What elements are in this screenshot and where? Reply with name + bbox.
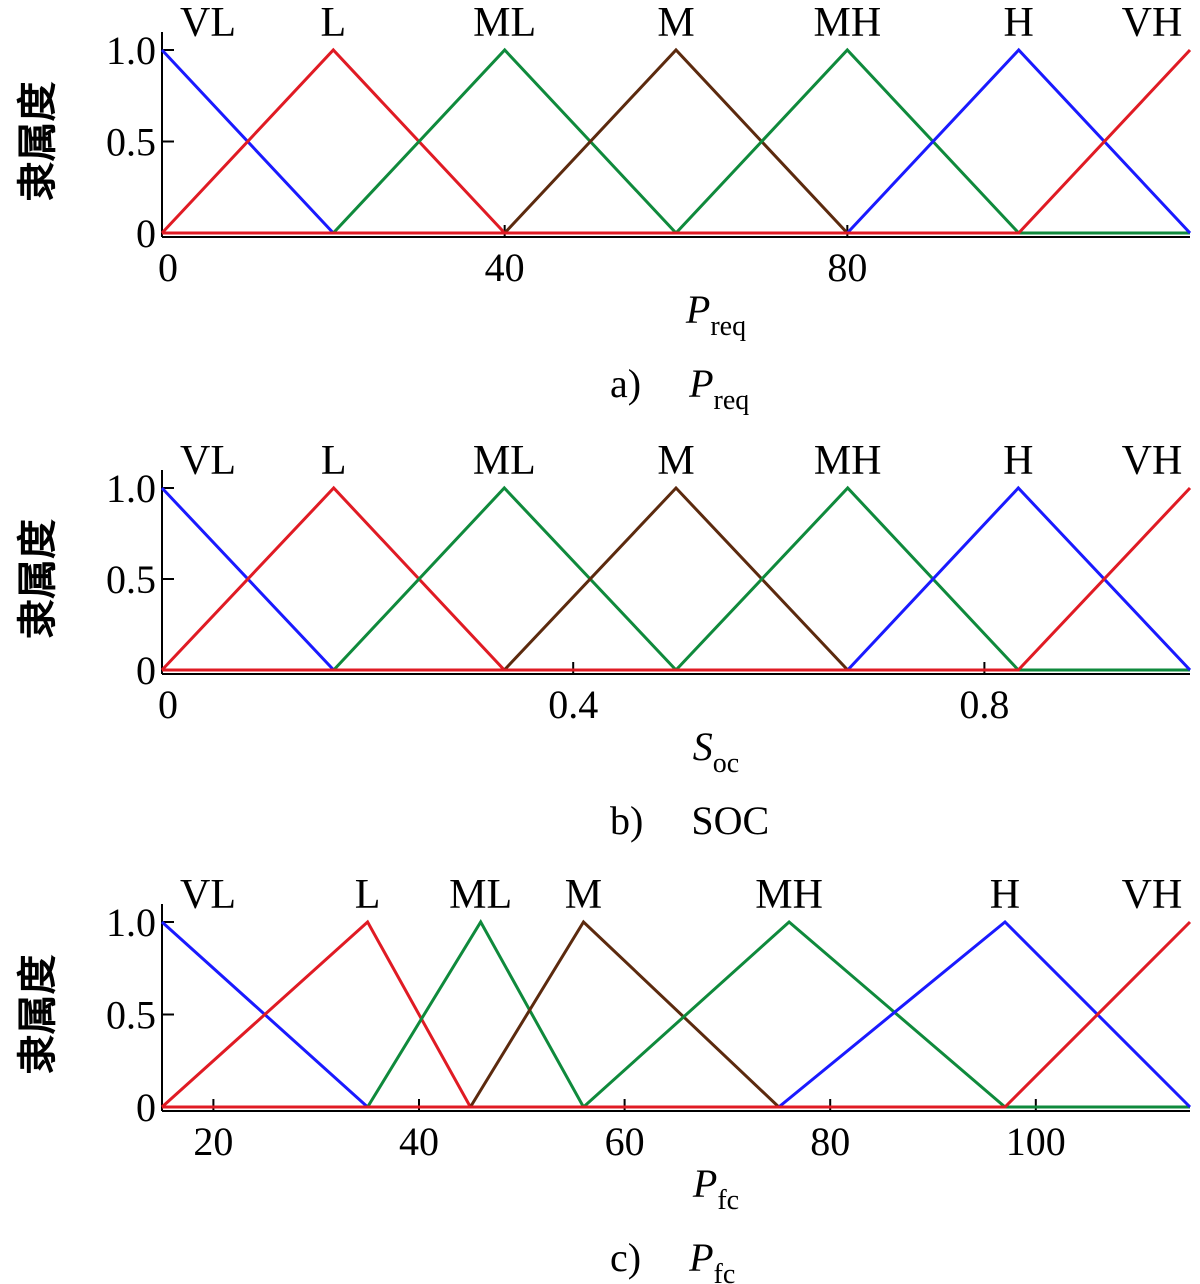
set-label-h: H	[990, 872, 1020, 918]
caption-main: P	[688, 361, 713, 406]
x-tick-label: 40	[485, 245, 525, 290]
y-tick-label: 0	[136, 648, 156, 693]
series-line-ml	[162, 47, 1190, 235]
x-tick-label: 40	[399, 1119, 439, 1164]
chart-panel-c: 0 0.5 1.0 20 40 60 80 100 隶属度 Pfc VL L ML M MH H VH c) Pfc	[15, 872, 1192, 1284]
series-line-vh	[162, 48, 1192, 235]
y-tick-label: 0.5	[106, 120, 156, 165]
series-line-m	[162, 47, 1190, 235]
series-line-mh	[162, 47, 1190, 235]
caption-prefix: a)	[610, 361, 641, 406]
series-line-l	[160, 919, 1190, 1109]
caption-prefix: c)	[610, 1235, 641, 1280]
y-axis-label: 隶属度	[15, 519, 61, 639]
set-label-vh: VH	[1122, 872, 1183, 918]
set-label-m: M	[657, 0, 694, 46]
series-line-l	[160, 47, 1190, 235]
set-label-l: L	[355, 872, 381, 918]
y-tick-label: 1.0	[106, 28, 156, 73]
set-label-l: L	[321, 438, 347, 484]
x-axis-label-main: S	[693, 724, 713, 769]
x-axis-label-sub: req	[710, 311, 746, 342]
caption-prefix: b)	[610, 798, 643, 843]
caption-sub: req	[714, 385, 750, 416]
series-line-vl	[160, 920, 1190, 1109]
y-tick-label: 0.5	[106, 557, 156, 602]
set-label-vl: VL	[180, 0, 236, 46]
x-axis-label-main: P	[685, 287, 710, 332]
x-axis-label-main: P	[692, 1161, 717, 1206]
x-tick-label: 80	[810, 1119, 850, 1164]
set-label-mh: MH	[755, 872, 823, 918]
series-line-l	[160, 485, 1190, 672]
y-axis-label: 隶属度	[15, 82, 61, 202]
chart-panel-a: 0 0.5 1.0 0 40 80 隶属度 Preq VL L ML M MH H VH a) Preq	[15, 0, 1192, 416]
series-line-ml	[162, 485, 1190, 672]
series-line-vl	[160, 486, 1190, 672]
y-tick-label: 1.0	[106, 900, 156, 945]
y-tick-label: 1.0	[106, 466, 156, 511]
series-line-m	[162, 485, 1190, 672]
set-label-h: H	[1003, 0, 1033, 46]
set-label-ml: ML	[449, 872, 512, 918]
x-axis-label: Preq	[685, 287, 746, 342]
set-label-m: M	[565, 872, 602, 918]
series-line-vh	[162, 920, 1192, 1109]
series-line-m	[162, 919, 1190, 1109]
x-axis-label: Soc	[693, 724, 739, 779]
set-label-l: L	[321, 0, 347, 46]
series-line-mh	[162, 485, 1190, 672]
series-line-mh	[162, 920, 1190, 1109]
chart-panel-b: 0 0.5 1.0 0 0.4 0.8 隶属度 Soc VL L ML M MH H VH b) SOC	[15, 438, 1192, 843]
set-label-ml: ML	[473, 438, 536, 484]
caption-main: P	[688, 1235, 713, 1280]
y-tick-label: 0.5	[106, 993, 156, 1038]
x-tick-label: 0.4	[548, 682, 598, 727]
set-label-mh: MH	[814, 438, 882, 484]
series-line-vh	[162, 486, 1192, 672]
series-line-h	[162, 919, 1192, 1109]
y-axis-label: 隶属度	[15, 955, 61, 1075]
set-label-h: H	[1003, 438, 1033, 484]
x-tick-label: 80	[827, 245, 867, 290]
set-label-ml: ML	[473, 0, 536, 46]
panel-caption: c) Pfc	[610, 1235, 735, 1284]
series-line-vl	[160, 48, 1190, 235]
panel-caption: a) Preq	[610, 361, 749, 416]
set-label-m: M	[657, 438, 694, 484]
caption-sub: fc	[714, 1259, 736, 1284]
x-tick-label: 0	[158, 682, 178, 727]
set-label-vh: VH	[1122, 438, 1183, 484]
x-tick-label: 20	[193, 1119, 233, 1164]
x-tick-label: 0.8	[959, 682, 1009, 727]
x-tick-label: 0	[158, 245, 178, 290]
y-tick-label: 0	[136, 211, 156, 256]
set-label-vl: VL	[180, 438, 236, 484]
panel-caption: b) SOC	[610, 798, 769, 843]
x-tick-label: 100	[1006, 1119, 1066, 1164]
series-line-h	[162, 485, 1192, 672]
y-tick-label: 0	[136, 1085, 156, 1130]
series-line-h	[162, 47, 1192, 235]
caption-main: SOC	[691, 798, 769, 843]
x-axis-label-sub: oc	[713, 748, 739, 779]
set-label-vh: VH	[1122, 0, 1183, 46]
set-label-vl: VL	[180, 872, 236, 918]
set-label-mh: MH	[813, 0, 881, 46]
x-axis-label: Pfc	[692, 1161, 739, 1216]
x-axis-label-sub: fc	[717, 1185, 739, 1216]
x-tick-label: 60	[605, 1119, 645, 1164]
series-line-ml	[162, 919, 1190, 1109]
